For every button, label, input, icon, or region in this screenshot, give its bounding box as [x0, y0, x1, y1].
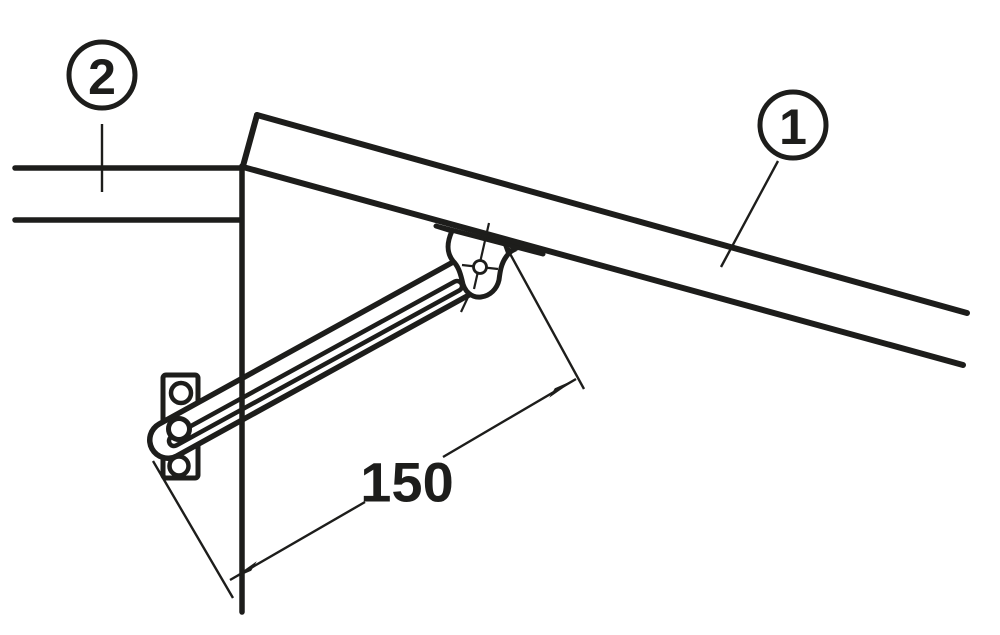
flap-top-edge-line — [254, 112, 970, 316]
callout-2-circle — [66, 39, 138, 111]
callout-1-leader-line — [719, 160, 780, 268]
pivot-axis-line — [472, 222, 491, 290]
callout-1-circle — [757, 89, 829, 161]
dimension-arrowhead-lower — [230, 561, 257, 580]
stay-arm-slot — [171, 283, 460, 444]
pivot-axis-dash — [460, 294, 470, 313]
callout-2-number: 2 — [88, 49, 116, 105]
callout-1: 1 — [757, 89, 829, 161]
pivot-circle — [472, 259, 488, 275]
bracket-pivot — [460, 222, 499, 313]
flap-left-edge-line — [240, 112, 260, 169]
callout-1-number: 1 — [779, 99, 807, 155]
dimension-extension-line-lower — [151, 460, 235, 599]
mounting-plate-screw-hole-top — [168, 380, 194, 406]
dimension-extension-line-upper — [506, 249, 586, 390]
flap-bracket — [433, 223, 546, 300]
flap-underside-edge-line — [240, 164, 966, 368]
stay-arm-pivot-pin — [166, 416, 192, 442]
dimension-value-text: 150 — [360, 451, 453, 514]
stay-arm — [147, 257, 483, 461]
callout-2: 2 — [66, 39, 138, 111]
dimension-arrowhead-upper — [549, 379, 576, 398]
flap-bracket-notch — [503, 245, 517, 256]
